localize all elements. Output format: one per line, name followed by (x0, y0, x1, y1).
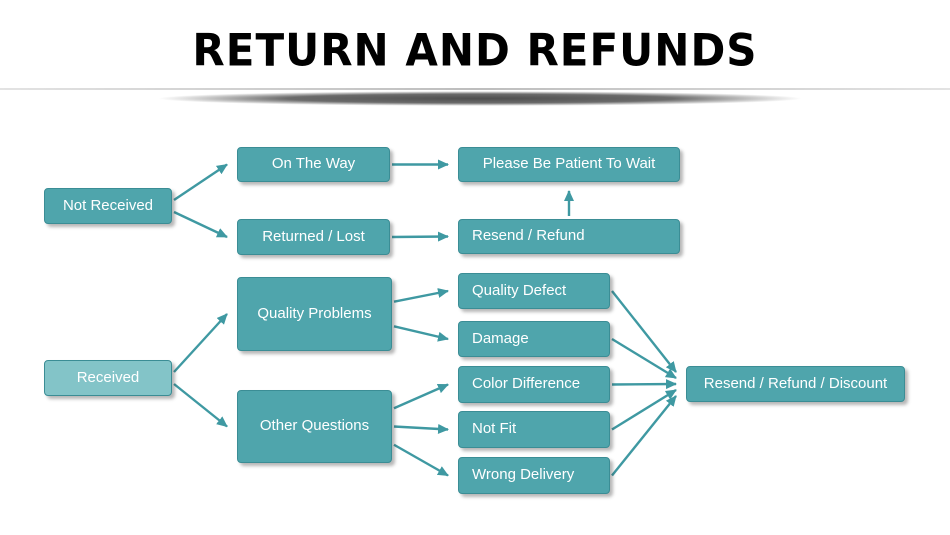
node-received: Received (44, 360, 172, 396)
node-wrong-delivery: Wrong Delivery (458, 457, 610, 494)
node-damage: Damage (458, 321, 610, 357)
node-on-the-way: On The Way (237, 147, 390, 182)
node-please-be-patient-to-wait: Please Be Patient To Wait (458, 147, 680, 182)
node-quality-defect: Quality Defect (458, 273, 610, 309)
title-divider-line (0, 88, 950, 90)
page-title: RETURN AND REFUNDS (192, 24, 758, 77)
node-returned-lost: Returned / Lost (237, 219, 390, 255)
title-divider-swoosh (155, 91, 805, 106)
node-resend-refund: Resend / Refund (458, 219, 680, 254)
node-not-received: Not Received (44, 188, 172, 224)
node-quality-problems: Quality Problems (237, 277, 392, 351)
node-color-difference: Color Difference (458, 366, 610, 403)
node-other-questions: Other Questions (237, 390, 392, 463)
node-not-fit: Not Fit (458, 411, 610, 448)
node-resend-refund-discount: Resend / Refund / Discount (686, 366, 905, 402)
